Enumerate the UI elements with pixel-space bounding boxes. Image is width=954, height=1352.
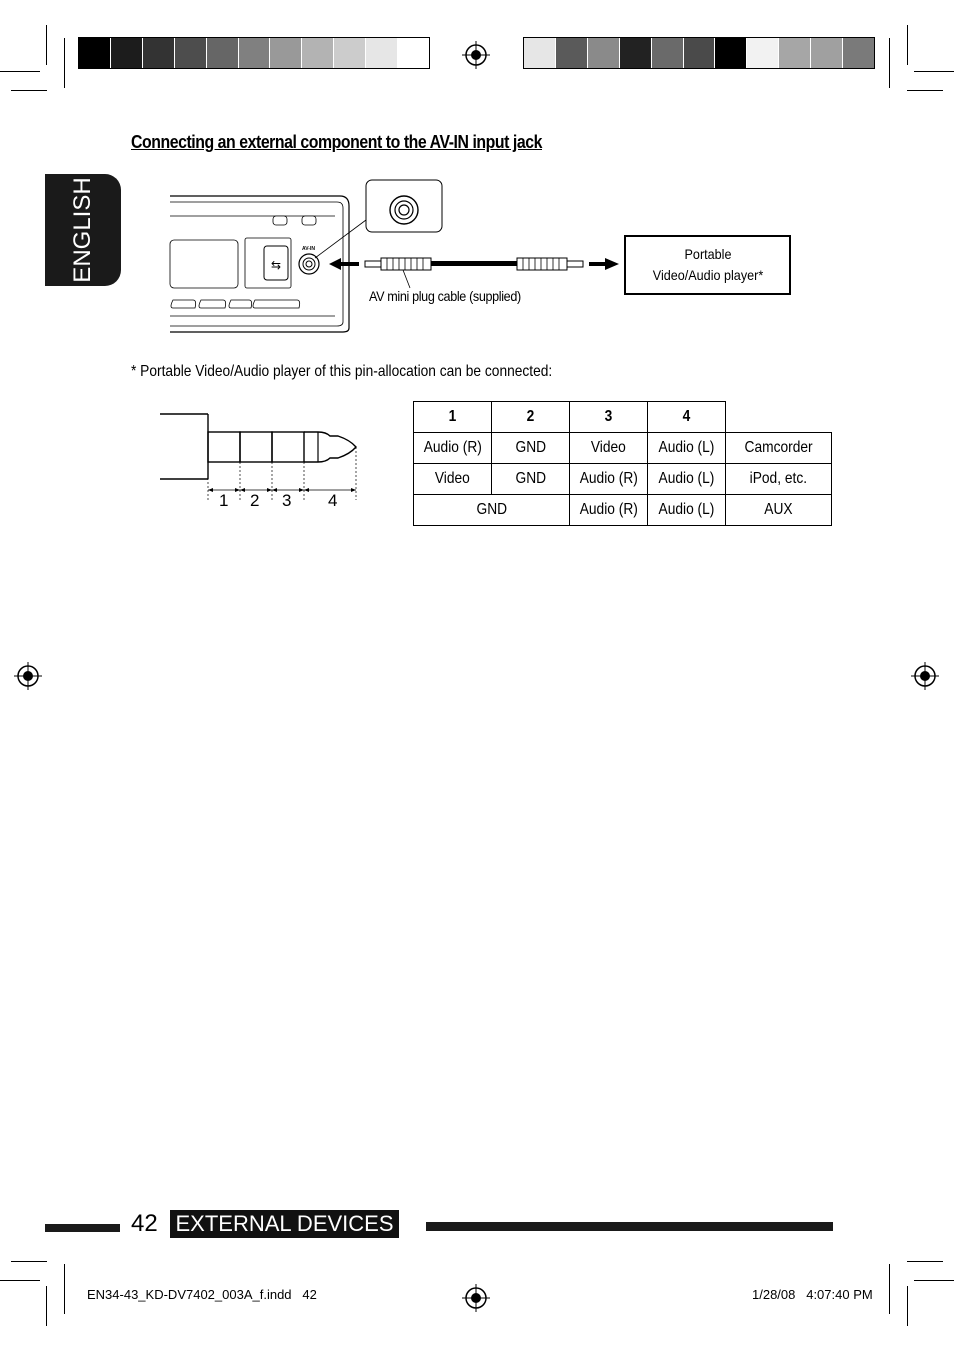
print-slug-date: 1/28/08 4:07:40 PM bbox=[752, 1287, 873, 1302]
table-row: GND Audio (R) Audio (L) AUX bbox=[413, 494, 832, 526]
table-cell: GND bbox=[491, 463, 570, 495]
table-cell: Video bbox=[569, 432, 648, 464]
head-unit-illustration: ⇆ AV-IN bbox=[169, 195, 350, 333]
table-cell: iPod, etc. bbox=[725, 463, 832, 495]
plug-diagram bbox=[160, 413, 357, 500]
registration-mark-top bbox=[462, 41, 490, 69]
color-bar-left-swatch bbox=[270, 38, 303, 68]
pin-allocation-table: 1 2 3 4 Audio (R) GND Video Audio (L) Ca… bbox=[413, 401, 832, 526]
color-bar-left-swatch bbox=[79, 38, 111, 68]
registration-mark-right bbox=[911, 662, 939, 690]
player-label: Portable Video/Audio player* bbox=[652, 246, 763, 283]
color-bar-left-swatch bbox=[206, 38, 239, 68]
color-bar-left-swatch bbox=[142, 38, 175, 68]
table-header-cell: 2 bbox=[491, 401, 570, 433]
table-blank-cell bbox=[725, 401, 831, 433]
color-bar-right bbox=[523, 37, 875, 69]
cable-label: AV mini plug cable (supplied) bbox=[369, 288, 521, 304]
color-bar-right-swatch bbox=[843, 38, 874, 68]
table-cell: Audio (R) bbox=[569, 463, 648, 495]
color-bar-right-swatch bbox=[811, 38, 844, 68]
arrow-into-jack-icon bbox=[329, 258, 359, 270]
color-bar-left-swatch bbox=[334, 38, 367, 68]
color-bar-right-swatch bbox=[587, 38, 620, 68]
color-bar-right-swatch bbox=[651, 38, 684, 68]
color-bar-right-swatch bbox=[555, 38, 588, 68]
table-cell: AUX bbox=[725, 494, 832, 526]
color-bar-right-swatch bbox=[619, 38, 652, 68]
table-cell: Camcorder bbox=[725, 432, 832, 464]
color-bar-right-swatch bbox=[747, 38, 780, 68]
table-header-cell: 3 bbox=[569, 401, 648, 433]
section-title: EXTERNAL DEVICES bbox=[170, 1210, 399, 1238]
table-cell: Video bbox=[413, 463, 492, 495]
table-cell: Audio (R) bbox=[413, 432, 492, 464]
page-number: 42 bbox=[131, 1210, 158, 1237]
plug-dimension-lines bbox=[207, 447, 357, 500]
color-bar-left-swatch bbox=[238, 38, 271, 68]
plug-segment-label-2: 2 bbox=[250, 491, 260, 510]
player-box: Portable Video/Audio player* bbox=[624, 235, 791, 295]
color-bar-left-swatch bbox=[302, 38, 335, 68]
connection-diagram: ⇆ AV-IN bbox=[169, 179, 619, 333]
table-cell: Audio (L) bbox=[647, 463, 726, 495]
color-bar-left-swatch bbox=[366, 38, 399, 68]
table-cell: GND bbox=[491, 432, 570, 464]
table-header-row: 1 2 3 4 bbox=[413, 401, 831, 433]
registration-mark-left bbox=[14, 662, 42, 690]
av-mini-plug-cable bbox=[364, 257, 584, 289]
print-slug-file: EN34-43_KD-DV7402_003A_f.indd 42 bbox=[87, 1287, 317, 1302]
registration-mark-bottom bbox=[462, 1284, 490, 1312]
table-cell: Audio (L) bbox=[647, 494, 726, 526]
footer-rule-left bbox=[45, 1224, 120, 1232]
color-bar-right-swatch bbox=[779, 38, 812, 68]
color-bar-left bbox=[78, 37, 430, 69]
table-header-cell: 1 bbox=[413, 401, 492, 433]
table-cell: GND bbox=[413, 494, 570, 526]
color-bar-left-swatch bbox=[398, 38, 429, 68]
svg-text:AV-IN: AV-IN bbox=[302, 246, 315, 252]
arrow-to-player-icon bbox=[589, 258, 619, 270]
plug-segment-label-1: 1 bbox=[219, 491, 229, 510]
language-tab-label: ENGLISH bbox=[69, 177, 96, 283]
footer-rule-right bbox=[426, 1222, 833, 1231]
av-in-jack-callout bbox=[314, 179, 443, 259]
color-bar-right-swatch bbox=[715, 38, 748, 68]
color-bar-right-swatch bbox=[524, 38, 556, 68]
plug-segment-label-3: 3 bbox=[282, 491, 292, 510]
table-header-cell: 4 bbox=[647, 401, 726, 433]
plug-illustration bbox=[160, 413, 357, 480]
language-tab: ENGLISH bbox=[45, 174, 121, 286]
svg-text:⇆: ⇆ bbox=[271, 258, 281, 272]
section-heading: Connecting an external component to the … bbox=[131, 132, 543, 152]
color-bar-right-swatch bbox=[683, 38, 716, 68]
table-row: Audio (R) GND Video Audio (L) Camcorder bbox=[413, 432, 832, 464]
table-cell: Audio (R) bbox=[569, 494, 648, 526]
plug-segment-label-4: 4 bbox=[328, 491, 338, 510]
table-cell: Audio (L) bbox=[647, 432, 726, 464]
color-bar-left-swatch bbox=[174, 38, 207, 68]
table-row: Video GND Audio (R) Audio (L) iPod, etc. bbox=[413, 463, 832, 495]
color-bar-left-swatch bbox=[110, 38, 143, 68]
pin-allocation-note: * Portable Video/Audio player of this pi… bbox=[131, 363, 553, 380]
